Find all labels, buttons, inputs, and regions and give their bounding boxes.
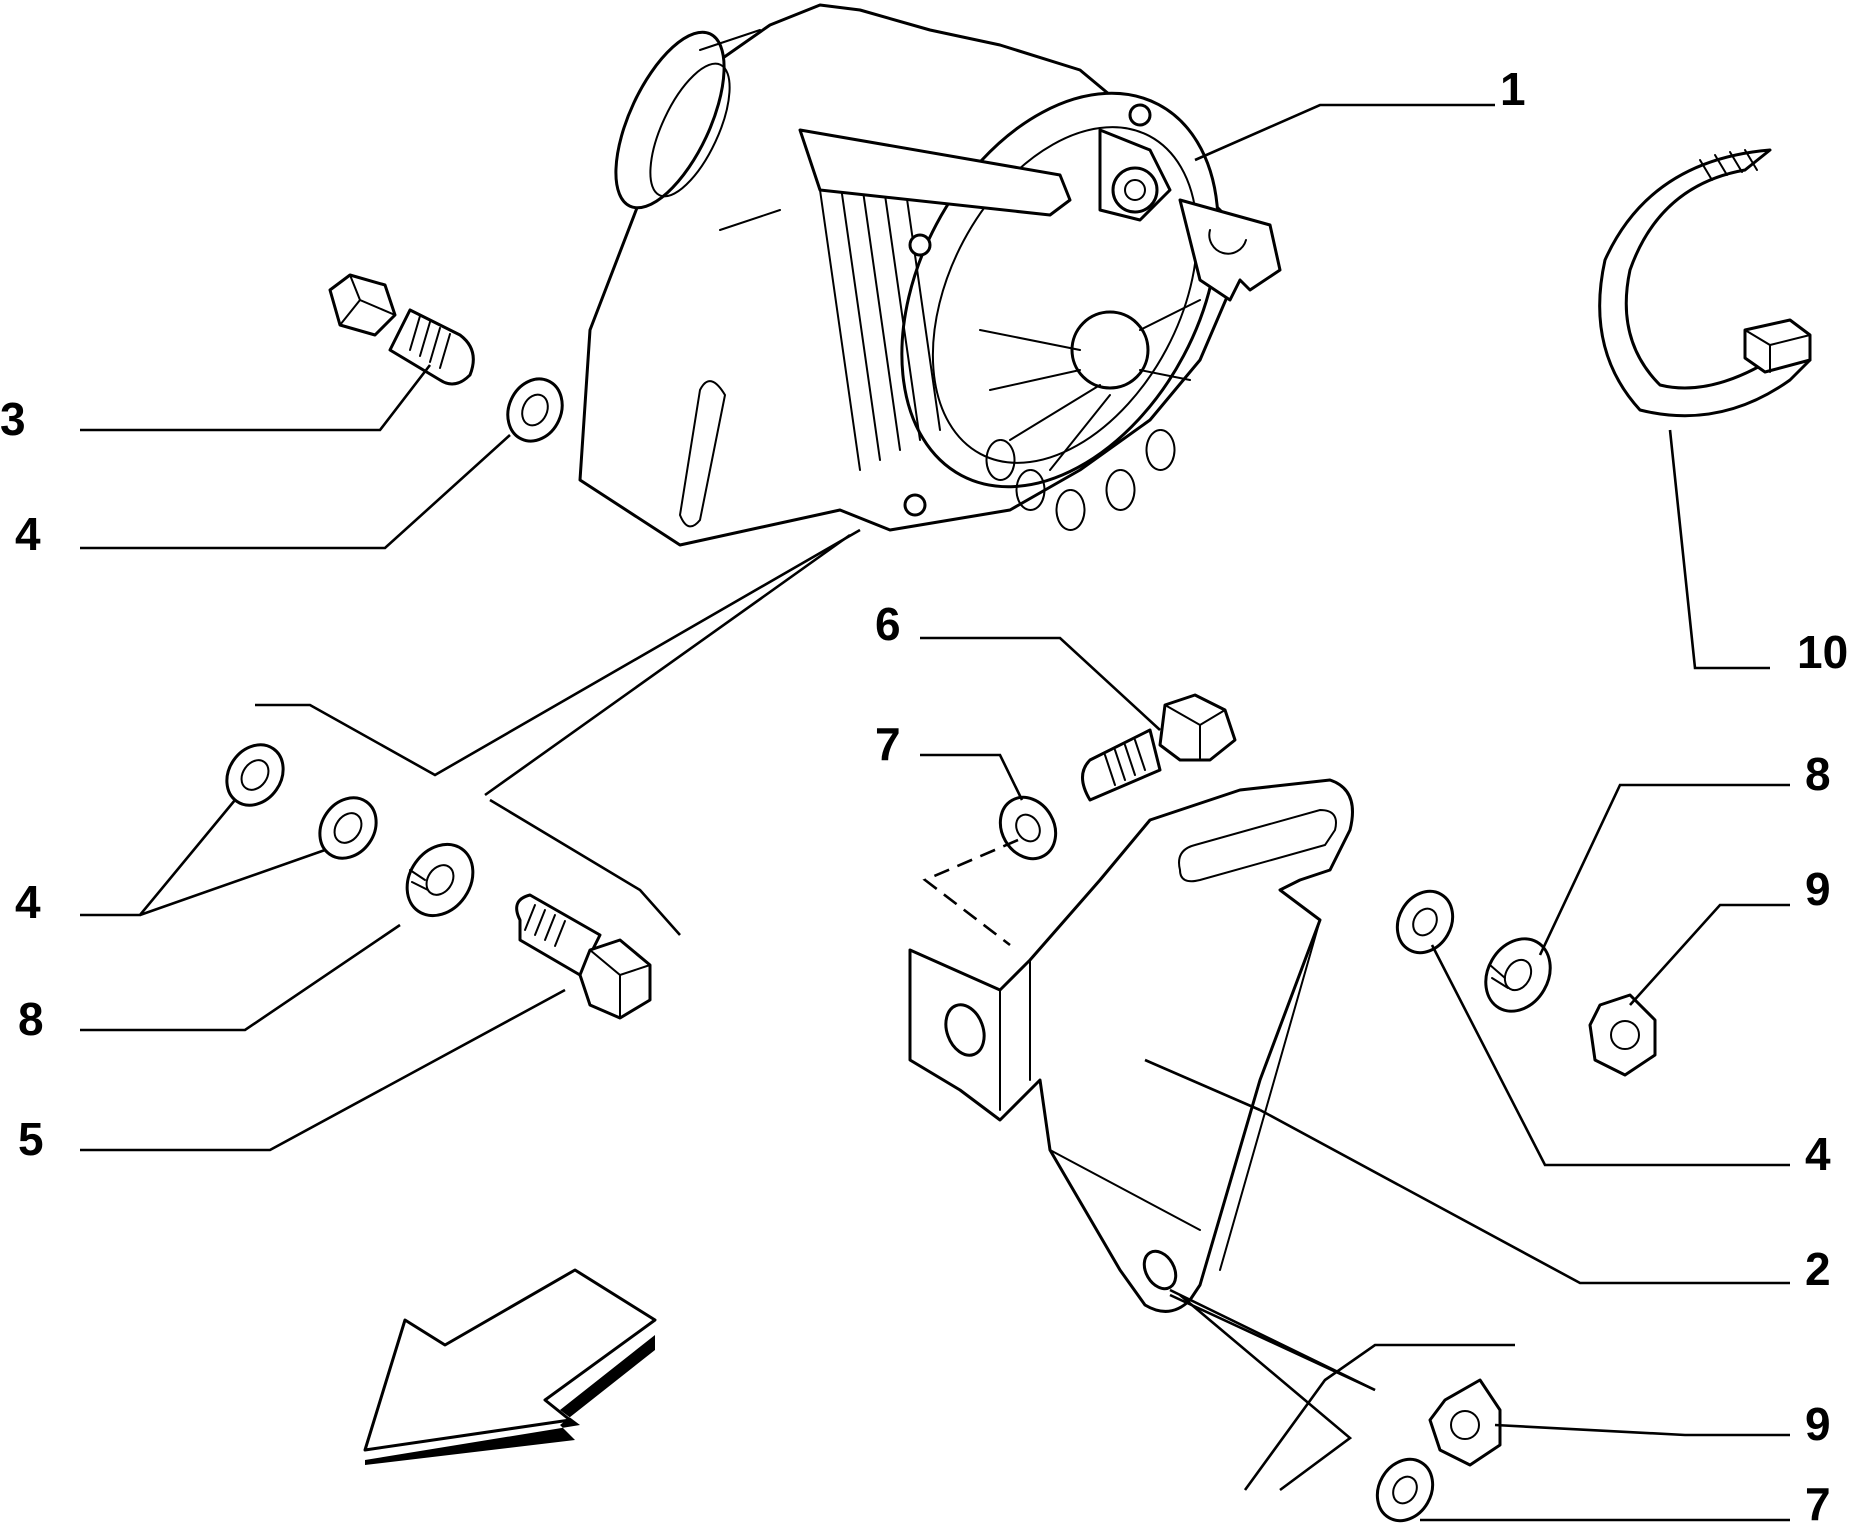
callout-7-upper: 7 <box>875 718 901 770</box>
strap-band <box>1598 148 1812 418</box>
direction-arrow-icon <box>363 1268 657 1465</box>
nut-9-upper <box>1588 993 1657 1077</box>
callout-10: 10 <box>1797 626 1848 678</box>
washers-4-left <box>225 743 378 860</box>
washer-7-lower <box>1375 1457 1435 1523</box>
bolt-5 <box>515 893 652 1020</box>
callout-8-left: 8 <box>18 993 44 1045</box>
callout-labels: 1 3 4 4 8 5 6 7 8 9 4 2 9 7 10 <box>0 63 1848 1523</box>
callout-8-right: 8 <box>1805 748 1831 800</box>
bolt-3 <box>328 273 475 386</box>
spring-washer-8-right <box>1484 937 1552 1013</box>
callout-6: 6 <box>875 598 901 650</box>
leader-lines <box>80 103 1790 1522</box>
callout-7-lower: 7 <box>1805 1478 1831 1523</box>
callout-3: 3 <box>0 393 26 445</box>
callout-9-lower: 9 <box>1805 1398 1831 1450</box>
alternator <box>578 3 1282 547</box>
spring-washer-8-left <box>405 842 475 918</box>
washer-4-right <box>1395 889 1455 955</box>
nut-9-lower <box>1428 1378 1502 1467</box>
callout-4-right: 4 <box>1805 1128 1831 1180</box>
mounting-bracket <box>908 778 1354 1313</box>
washer-4-top <box>506 377 564 443</box>
washer-7-upper <box>998 795 1058 861</box>
callout-4-top: 4 <box>15 508 41 560</box>
bolt-6 <box>1081 693 1237 802</box>
callout-2: 2 <box>1805 1243 1831 1295</box>
callout-4-left: 4 <box>15 876 41 928</box>
callout-9-upper: 9 <box>1805 863 1831 915</box>
callout-1: 1 <box>1500 63 1526 115</box>
callout-5: 5 <box>18 1113 44 1165</box>
